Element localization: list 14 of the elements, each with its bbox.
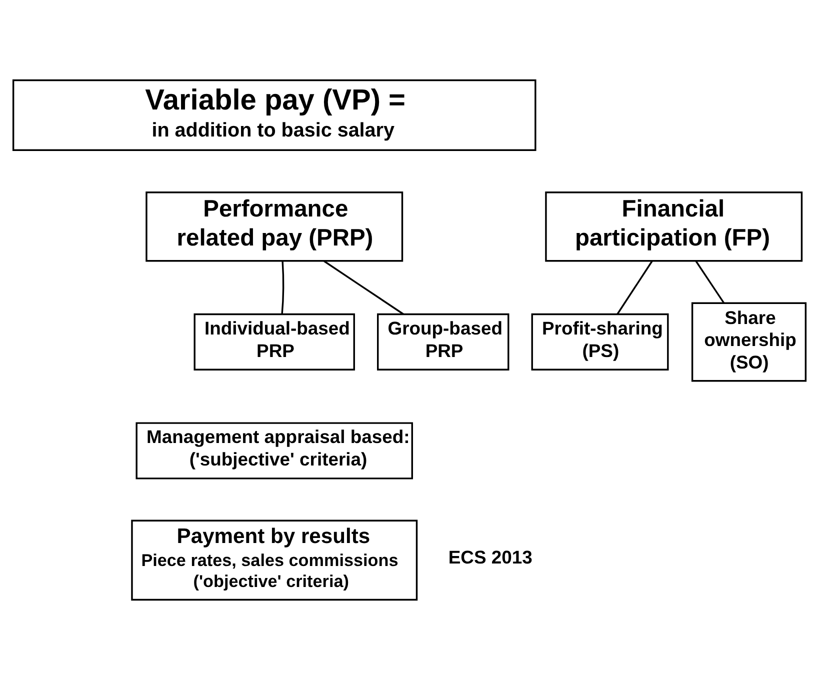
connector (324, 260, 404, 314)
node-box: Share ownership (SO) (691, 302, 807, 382)
node-box: Group-based PRP (377, 312, 510, 370)
node-box: Individual-based PRP (194, 312, 355, 370)
connector (695, 260, 725, 303)
connector (616, 260, 653, 314)
node-box: Management appraisal based: ('subjective' criteria) (136, 422, 413, 479)
node-box: Financial participation (FP) (545, 190, 803, 262)
node-box: Profit-sharing (PS) (531, 312, 669, 370)
connector (281, 260, 284, 314)
node-box: Variable pay (VP) = in addition to basic salary (12, 78, 536, 150)
node-box: Performance related pay (PRP) (146, 190, 404, 262)
label: ECS 2013 (448, 546, 532, 568)
node-box: Payment by results Piece rates, sales commissions ('objective' criteria) (131, 519, 418, 600)
